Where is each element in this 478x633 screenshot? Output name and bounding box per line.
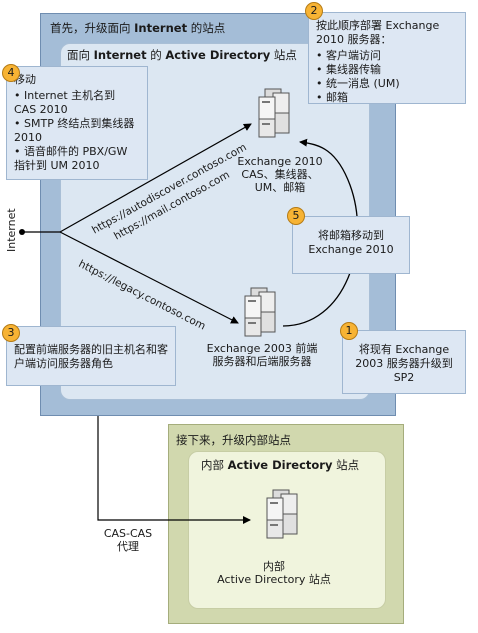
step2-item: 集线器传输 [316,63,458,77]
step2-item: 邮箱 [316,91,458,105]
step2-note: 按此顺序部署 Exchange 2010 服务器： 客户端访问 集线器传输 统一… [308,12,466,104]
internet-facing-site-title: 首先，升级面向 Internet 的站点 [50,21,226,35]
step4-item: 语音邮件的 PBX/GW 指针到 UM 2010 [14,145,140,173]
step2-item: 客户端访问 [316,49,458,63]
step1-note: 将现有 Exchange 2003 服务器升级到 SP2 [342,330,466,394]
internal-server-icon [266,489,298,539]
internet-label: Internet [5,208,18,252]
step3-note: 配置前端服务器的旧主机名和客户端访问服务器角色 [6,326,176,386]
internet-dot [19,229,25,235]
step1-badge: 1 [340,322,358,340]
step5-note: 将邮箱移动到 Exchange 2010 [292,216,410,274]
cas-cas-proxy-arrow [97,416,251,524]
arrow-to-exchange-2010 [59,123,252,233]
step4-item: SMTP 终结点到集线器 2010 [14,117,140,145]
arrow-to-exchange-2003 [59,231,239,324]
step2-item: 统一消息 (UM) [316,77,458,91]
step4-badge: 4 [2,64,20,82]
mailbox-move-arrow [282,138,359,327]
exchange-2003-label: Exchange 2003 前端服务器和后端服务器 [206,342,318,368]
exchange-2010-server-icon [258,88,290,138]
internal-site-title: 接下来，升级内部站点 [176,433,291,447]
step4-note: 移动 Internet 主机名到 CAS 2010 SMTP 终结点到集线器 2… [6,66,148,180]
step4-item: Internet 主机名到 CAS 2010 [14,89,140,117]
step3-badge: 3 [2,324,20,342]
exchange-2003-server-icon [244,287,276,337]
step2-badge: 2 [305,2,323,20]
internet-facing-ad-site-title: 面向 Internet 的 Active Directory 站点 [67,48,297,62]
internal-ad-site-title: 内部 Active Directory 站点 [201,458,360,472]
step5-badge: 5 [287,207,305,225]
